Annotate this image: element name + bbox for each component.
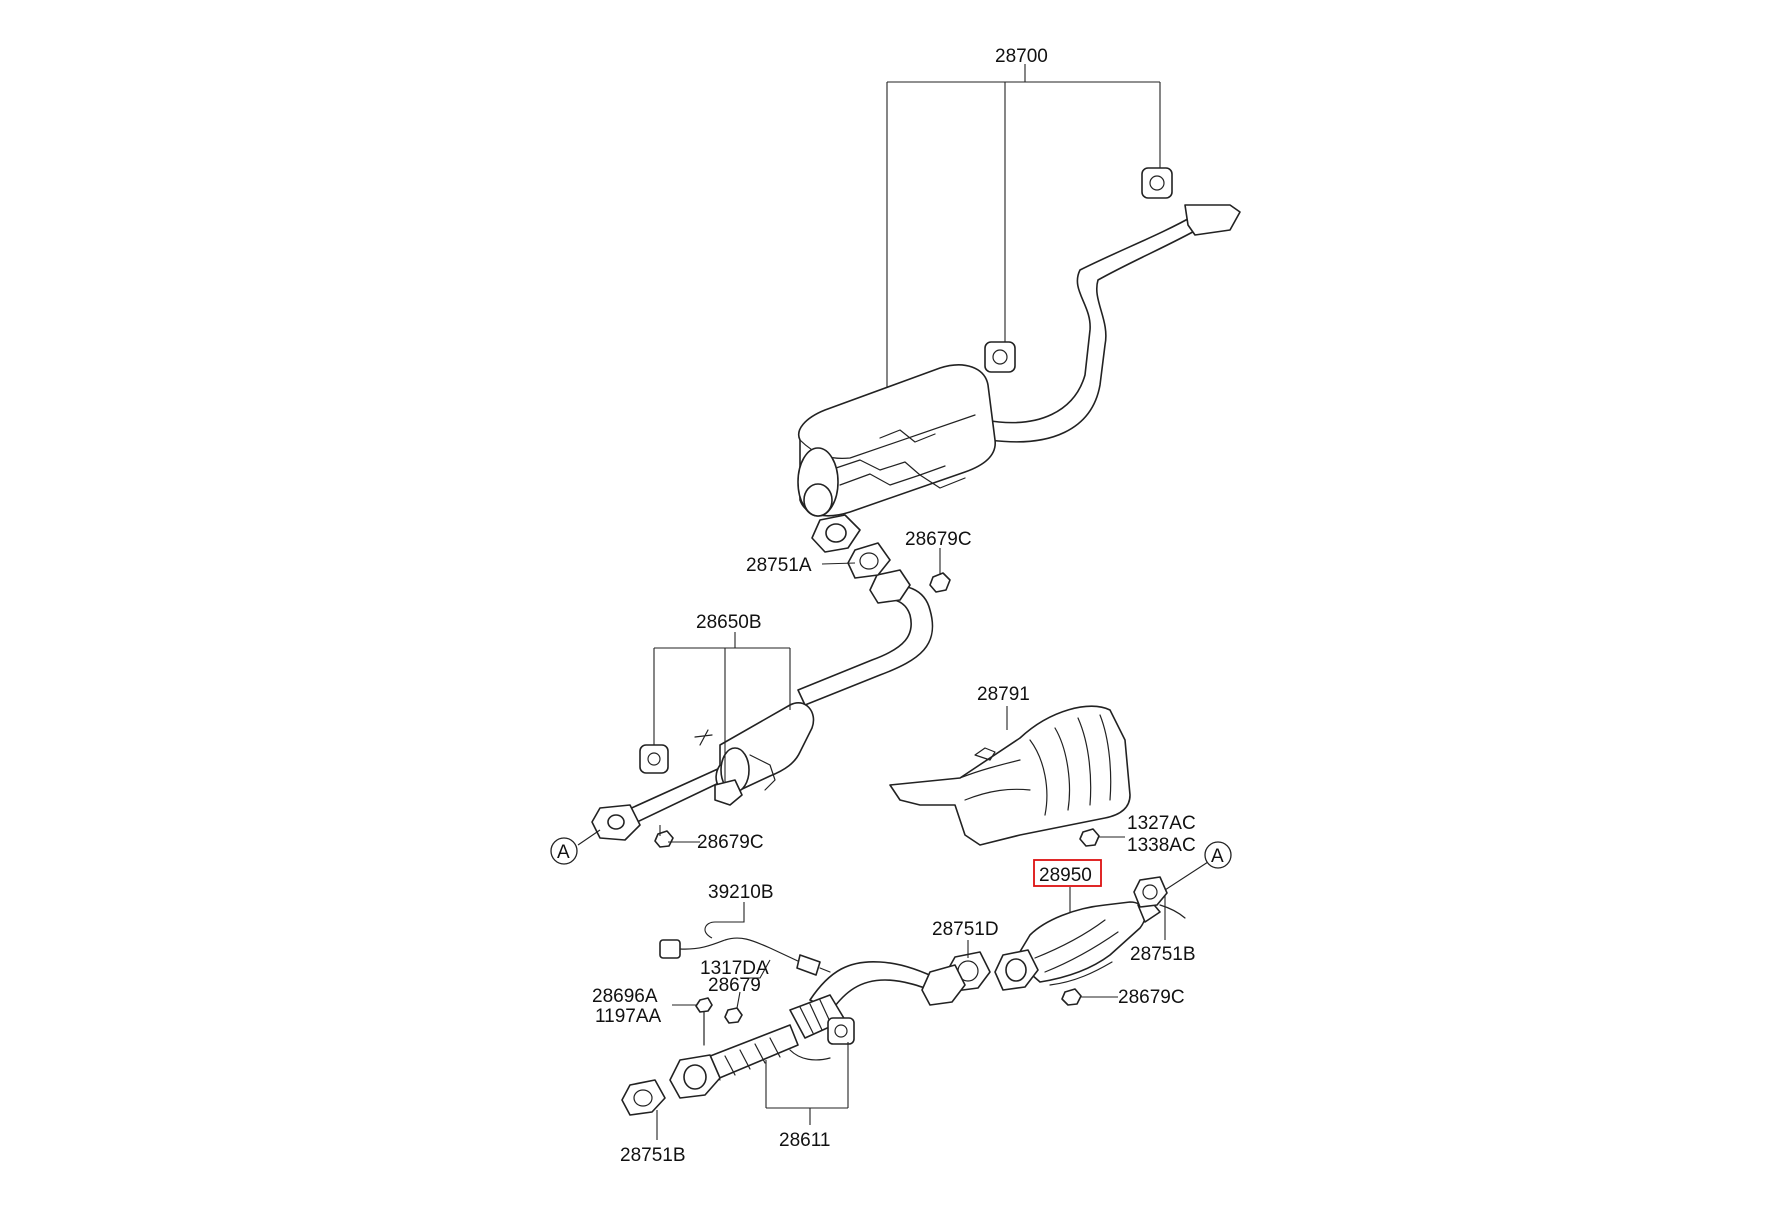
gasket-28751b-front-icon[interactable] [621,1079,666,1116]
nut-heat-protector-icon[interactable] [1079,828,1100,847]
hanger-rubber-center-bottom-icon [714,779,743,806]
bolt-front-icon[interactable] [695,997,713,1046]
label-28950[interactable]: 28950 [1039,865,1092,886]
label-28751d[interactable]: 28751D [932,919,999,940]
label-1338ac[interactable]: 1338AC [1127,835,1196,856]
catalytic-converter[interactable] [994,899,1186,991]
label-39210b[interactable]: 39210B [708,882,774,903]
label-28751b-front[interactable]: 28751B [620,1145,686,1166]
label-28751a[interactable]: 28751A [746,555,812,576]
callout-a-left-text: A [557,842,570,863]
front-pipe-assembly[interactable] [669,960,966,1099]
label-28611[interactable]: 28611 [779,1130,830,1151]
label-28679[interactable]: 28679 [708,975,761,996]
label-28696a[interactable]: 28696A [592,986,658,1007]
label-28751b-right[interactable]: 28751B [1130,944,1196,965]
hanger-rubber-front-icon [827,1017,855,1045]
heat-protector[interactable] [889,705,1131,846]
rear-muffler-assembly[interactable] [797,167,1241,553]
label-28679c-cat[interactable]: 28679C [1118,987,1185,1008]
label-28679c-rear[interactable]: 28679C [905,529,972,550]
highlight-box-28950 [1033,859,1102,887]
label-1327ac[interactable]: 1327AC [1127,813,1196,834]
callout-a-right-text: A [1211,846,1224,867]
label-1197aa[interactable]: 1197AA [595,1006,662,1027]
nut-rear-icon[interactable] [929,572,951,593]
label-28679c-center[interactable]: 28679C [697,832,764,853]
label-28791[interactable]: 28791 [977,684,1030,705]
hanger-rubber-rear-icon [1141,167,1173,199]
callout-a-right[interactable]: A [1204,841,1232,869]
nut-front-icon[interactable] [724,1007,743,1024]
nut-center-icon[interactable] [654,830,674,848]
label-1317da[interactable]: 1317DA [700,958,769,979]
callout-a-left[interactable]: A [550,837,578,865]
hanger-rubber-center-left-icon [639,744,669,774]
gasket-28751b-right-icon[interactable] [1133,876,1168,908]
leader-lines [577,64,1209,1140]
center-muffler-assembly[interactable] [591,569,934,841]
label-28650b[interactable]: 28650B [696,612,762,633]
nut-cat-icon[interactable] [1061,988,1082,1006]
label-28700[interactable]: 28700 [995,46,1048,67]
oxygen-sensor[interactable] [659,937,831,976]
hanger-rubber-mid-icon [984,341,1016,373]
